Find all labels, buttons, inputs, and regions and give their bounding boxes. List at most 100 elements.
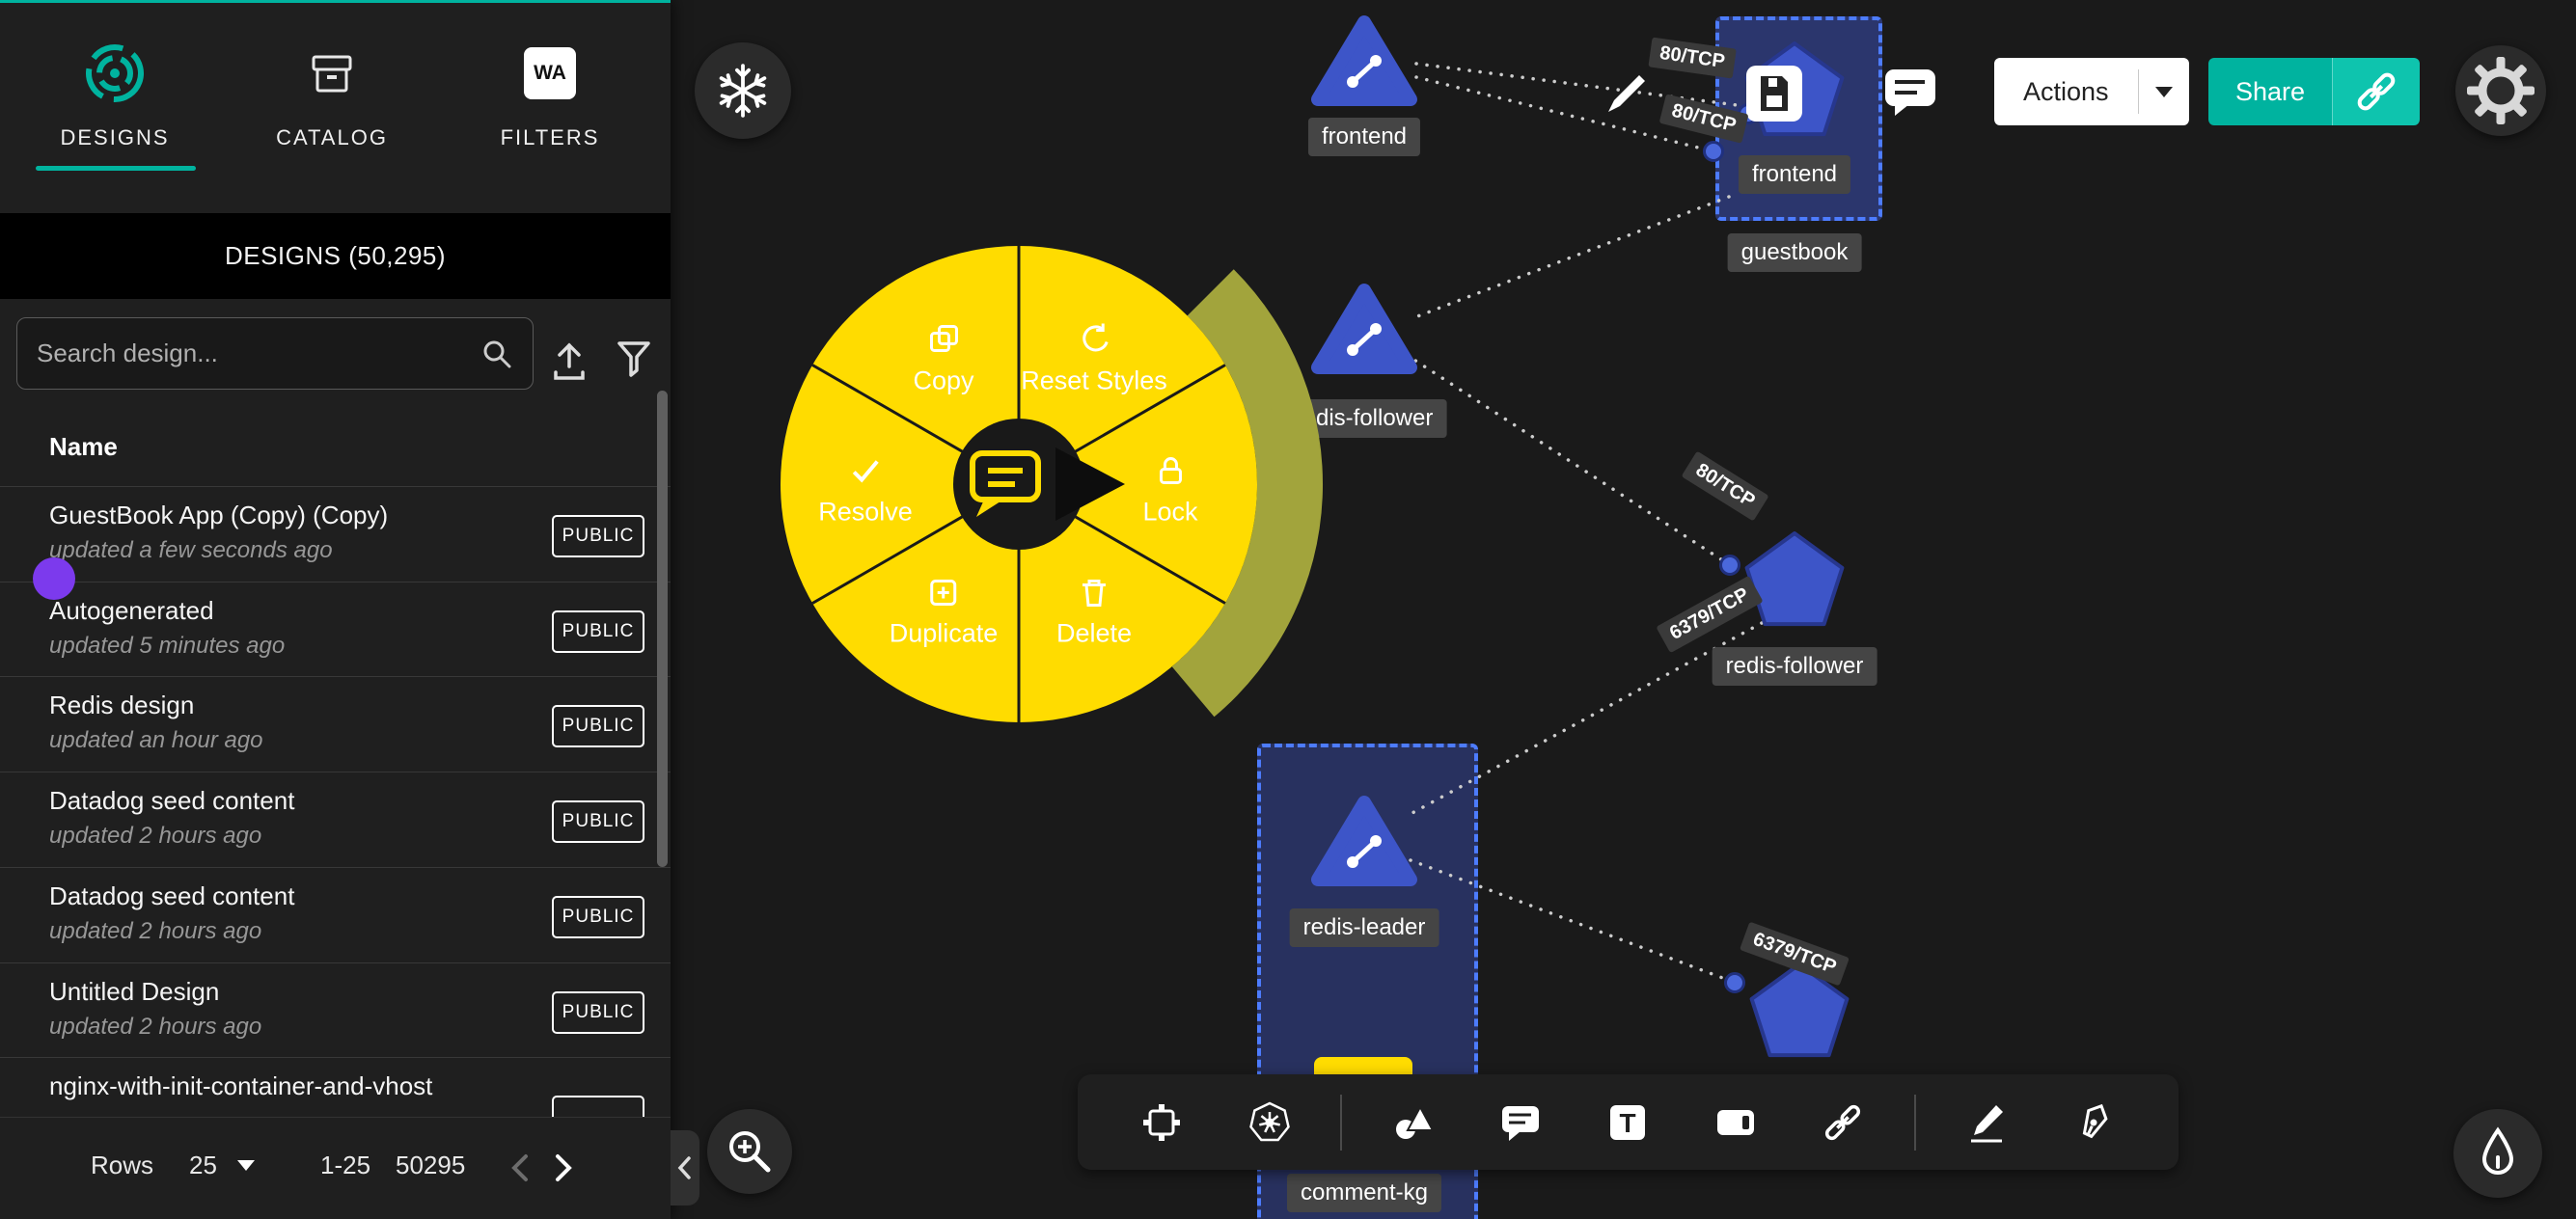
service-icon [1347,323,1382,356]
freehand-tool[interactable] [2057,1086,2130,1159]
draw-tool[interactable] [1950,1086,2023,1159]
design-name: Datadog seed content [49,786,295,815]
group-label: guestbook [1727,233,1862,272]
node-pod-redis-follower[interactable] [1737,526,1852,641]
snowflake-icon [719,64,767,118]
import-design-icon[interactable] [546,334,592,384]
wasm-icon: WA [524,47,576,99]
actions-label: Actions [2023,76,2109,106]
visibility-badge: PUBLIC [552,705,644,747]
visibility-badge: PUBLIC [552,515,644,557]
avatar-dot [33,557,75,600]
snapshot-button[interactable] [695,42,791,139]
design-updated: updated a few seconds ago [49,537,333,563]
rows-per-page-select[interactable]: 25 [189,1151,217,1179]
design-row[interactable]: Datadog seed content updated 2 hours ago… [0,867,671,963]
tab-catalog[interactable]: CATALOG [235,35,428,150]
reset-icon [1082,323,1109,352]
node-label: redis-leader [1289,908,1439,947]
shapes-tool[interactable] [1377,1086,1450,1159]
design-updated: updated 5 minutes ago [49,633,286,659]
text-icon: T [1610,1104,1646,1140]
search-icon[interactable] [480,338,513,370]
designs-sidebar: DESIGNS CATALOG WA FILTERS DESIGNS (50,2… [0,0,671,1219]
design-row[interactable]: Datadog seed content updated 2 hours ago… [0,772,671,868]
actions-dropdown[interactable] [2139,86,2189,97]
kubernetes-icon [1248,1101,1290,1141]
prev-page-button[interactable] [503,1147,537,1189]
rows-label: Rows [91,1151,154,1179]
radial-item-duplicate[interactable]: Duplicate [889,575,999,649]
comment-icon[interactable] [1883,68,1939,118]
design-name: Autogenerated [49,596,214,625]
zoom-button[interactable] [707,1109,792,1194]
ink-button[interactable] [2453,1109,2542,1198]
filter-icon[interactable] [612,336,656,382]
radial-item-delete[interactable]: Delete [1056,575,1132,649]
node-tool[interactable] [1699,1086,1772,1159]
visibility-badge: PUBLIC [552,991,644,1034]
pagination-bar: Rows 25 1-25 50295 [0,1117,671,1219]
tab-designs[interactable]: DESIGNS [18,35,211,150]
design-row[interactable]: Autogenerated updated 5 minutes ago PUBL… [0,582,671,678]
pencil-draw-icon [1971,1104,2004,1142]
service-icon [1347,835,1382,868]
radial-item-copy[interactable]: Copy [913,322,974,396]
column-header-name: Name [49,432,118,461]
toolbar-divider [1340,1094,1343,1151]
radial-item-label: Delete [1055,618,1133,648]
link-tool[interactable] [1806,1086,1879,1159]
comment-icon [1502,1105,1540,1141]
component-tool[interactable] [1125,1086,1198,1159]
kubernetes-tool[interactable] [1233,1086,1306,1159]
panel-title: DESIGNS (50,295) [0,213,671,299]
port[interactable] [1703,141,1724,162]
design-row[interactable]: Untitled Design updated 2 hours ago PUBL… [0,962,671,1059]
edit-pencil-icon[interactable] [1601,68,1653,120]
link-icon [2357,72,2396,111]
node-service-redis-leader[interactable] [1306,791,1422,891]
node-service-frontend[interactable] [1306,11,1422,111]
node-label: frontend [1738,155,1851,194]
actions-button[interactable]: Actions [1994,58,2189,125]
chevron-down-icon[interactable] [237,1160,255,1171]
ink-drop-icon [2481,1126,2514,1175]
radial-item-lock[interactable]: Lock [1142,453,1198,528]
port[interactable] [1719,555,1740,576]
design-row[interactable]: Redis design updated an hour ago PUBLIC [0,676,671,772]
design-name: nginx-with-init-container-and-vhost [49,1071,433,1100]
shapes-icon [1395,1104,1435,1139]
text-tool[interactable]: T [1591,1086,1664,1159]
radial-item-label: Copy [913,366,974,395]
next-page-button[interactable] [546,1147,581,1189]
radial-item-label: Duplicate [889,618,999,648]
save-icon[interactable] [1746,66,1802,122]
node-label: comment-kg [1286,1174,1442,1212]
edge-redisfollower-svc-pod [1405,353,1732,567]
design-row[interactable]: GuestBook App (Copy) (Copy) updated a fe… [0,486,671,582]
visibility-badge: PUBLIC [552,610,644,653]
copy-link-button[interactable] [2332,58,2421,125]
chain-link-icon [1825,1104,1861,1140]
sidebar-collapse-handle[interactable] [671,1130,699,1205]
node-service-redis-follower[interactable] [1306,279,1422,379]
radial-outer-arc[interactable] [1171,269,1324,718]
page-range: 1-25 [320,1151,371,1179]
design-name: Untitled Design [49,977,220,1006]
comment-tool[interactable] [1484,1086,1557,1159]
toolbar-divider [1913,1094,1916,1151]
share-button[interactable]: Share [2208,58,2421,125]
tab-filters[interactable]: WA FILTERS [453,35,646,150]
radial-item-resolve[interactable]: Resolve [818,453,913,528]
comment-node[interactable] [1314,1057,1412,1074]
radial-item-reset-styles[interactable]: Reset Styles [1021,322,1167,396]
search-input[interactable] [16,317,534,390]
settings-button[interactable] [2455,45,2546,136]
port[interactable] [1724,972,1745,993]
chevron-left-icon [677,1156,691,1179]
node-pod-redis-leader[interactable] [1741,957,1857,1072]
radial-menu[interactable] [681,147,1357,822]
divider [2137,69,2139,114]
sidebar-scrollbar[interactable] [657,391,668,867]
